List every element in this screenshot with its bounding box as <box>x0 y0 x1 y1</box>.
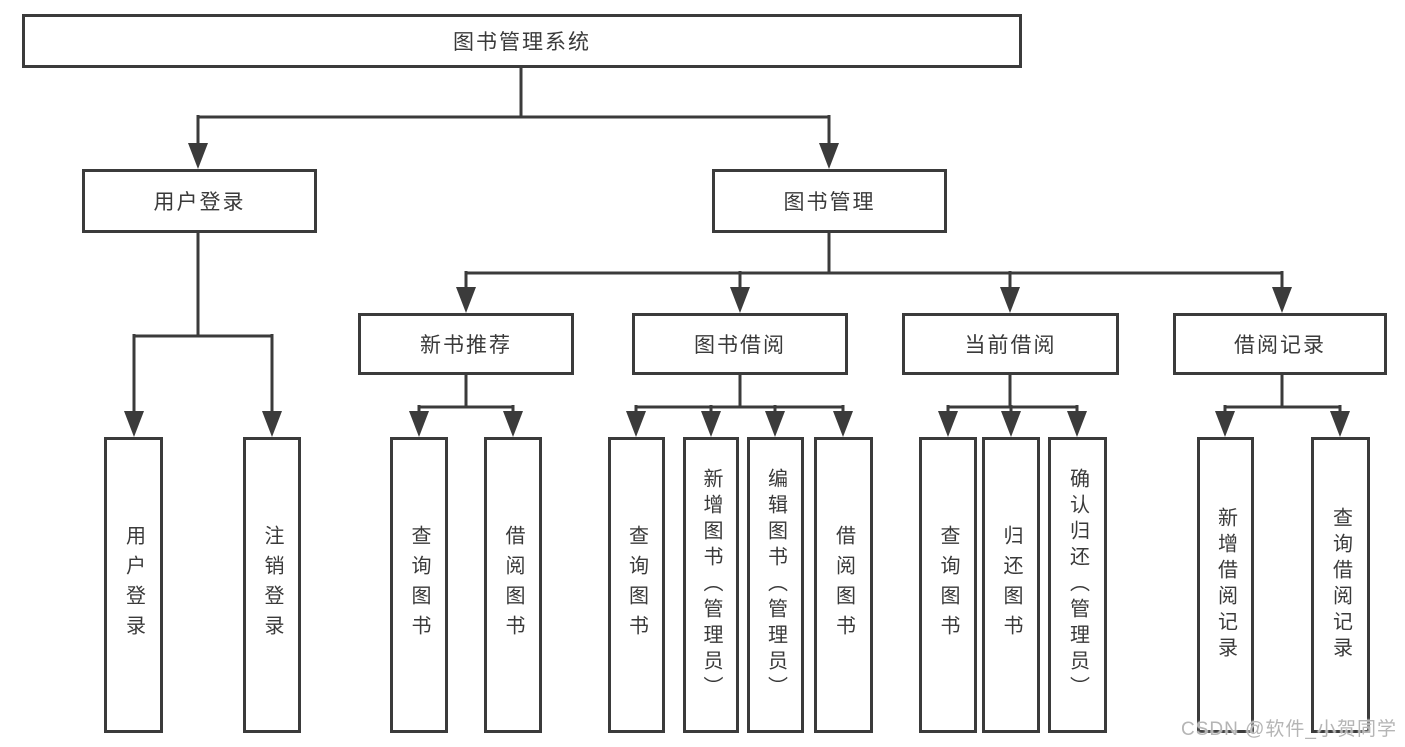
leaf-add-books-admin: 新增图书（管理员） <box>683 437 739 733</box>
leaf-recommend-query-books: 查询图书 <box>390 437 448 733</box>
leaf-edit-books-admin: 编辑图书（管理员） <box>747 437 804 733</box>
node-book-management: 图书管理 <box>712 169 947 233</box>
leaf-add-borrow-record: 新增借阅记录 <box>1197 437 1254 733</box>
leaf-query-borrow-record-label: 查询借阅记录 <box>1329 507 1352 663</box>
node-borrow-records: 借阅记录 <box>1173 313 1387 375</box>
node-new-book-recommend: 新书推荐 <box>358 313 574 375</box>
node-current-borrow-label: 当前借阅 <box>964 334 1057 357</box>
leaf-recommend-borrow-books-label: 借阅图书 <box>502 525 524 645</box>
leaf-current-query-books: 查询图书 <box>919 437 977 733</box>
leaf-confirm-return-admin-label: 确认归还（管理员） <box>1066 468 1089 702</box>
leaf-add-books-admin-label: 新增图书（管理员） <box>700 468 722 702</box>
leaf-confirm-return-admin: 确认归还（管理员） <box>1048 437 1107 733</box>
leaf-current-query-books-label: 查询图书 <box>937 525 959 645</box>
leaf-edit-books-admin-label: 编辑图书（管理员） <box>764 468 787 702</box>
csdn-watermark: CSDN @软件_小贺同学 <box>1181 719 1397 740</box>
leaf-user-login-label: 用户登录 <box>122 525 145 645</box>
leaf-recommend-query-books-label: 查询图书 <box>408 525 430 645</box>
leaf-logout-label: 注销登录 <box>261 525 283 645</box>
leaf-user-login: 用户登录 <box>104 437 163 733</box>
leaf-borrow-query-books: 查询图书 <box>608 437 665 733</box>
leaf-borrow-books: 借阅图书 <box>814 437 873 733</box>
node-book-borrow-label: 图书借阅 <box>694 334 786 357</box>
node-user-login-label: 用户登录 <box>153 191 246 214</box>
leaf-borrow-books-label: 借阅图书 <box>832 525 855 645</box>
leaf-return-books: 归还图书 <box>982 437 1040 733</box>
node-current-borrow: 当前借阅 <box>902 313 1119 375</box>
leaf-return-books-label: 归还图书 <box>1000 525 1022 645</box>
node-borrow-records-label: 借阅记录 <box>1234 334 1326 357</box>
node-new-book-recommend-label: 新书推荐 <box>420 334 512 357</box>
leaf-borrow-query-books-label: 查询图书 <box>625 525 648 645</box>
node-library-system-label: 图书管理系统 <box>453 31 591 54</box>
node-library-system: 图书管理系统 <box>22 14 1022 68</box>
node-book-borrow: 图书借阅 <box>632 313 848 375</box>
leaf-recommend-borrow-books: 借阅图书 <box>484 437 542 733</box>
node-book-management-label: 图书管理 <box>783 191 876 214</box>
leaf-query-borrow-record: 查询借阅记录 <box>1311 437 1370 733</box>
leaf-add-borrow-record-label: 新增借阅记录 <box>1214 507 1237 663</box>
leaf-logout: 注销登录 <box>243 437 301 733</box>
node-user-login: 用户登录 <box>82 169 317 233</box>
